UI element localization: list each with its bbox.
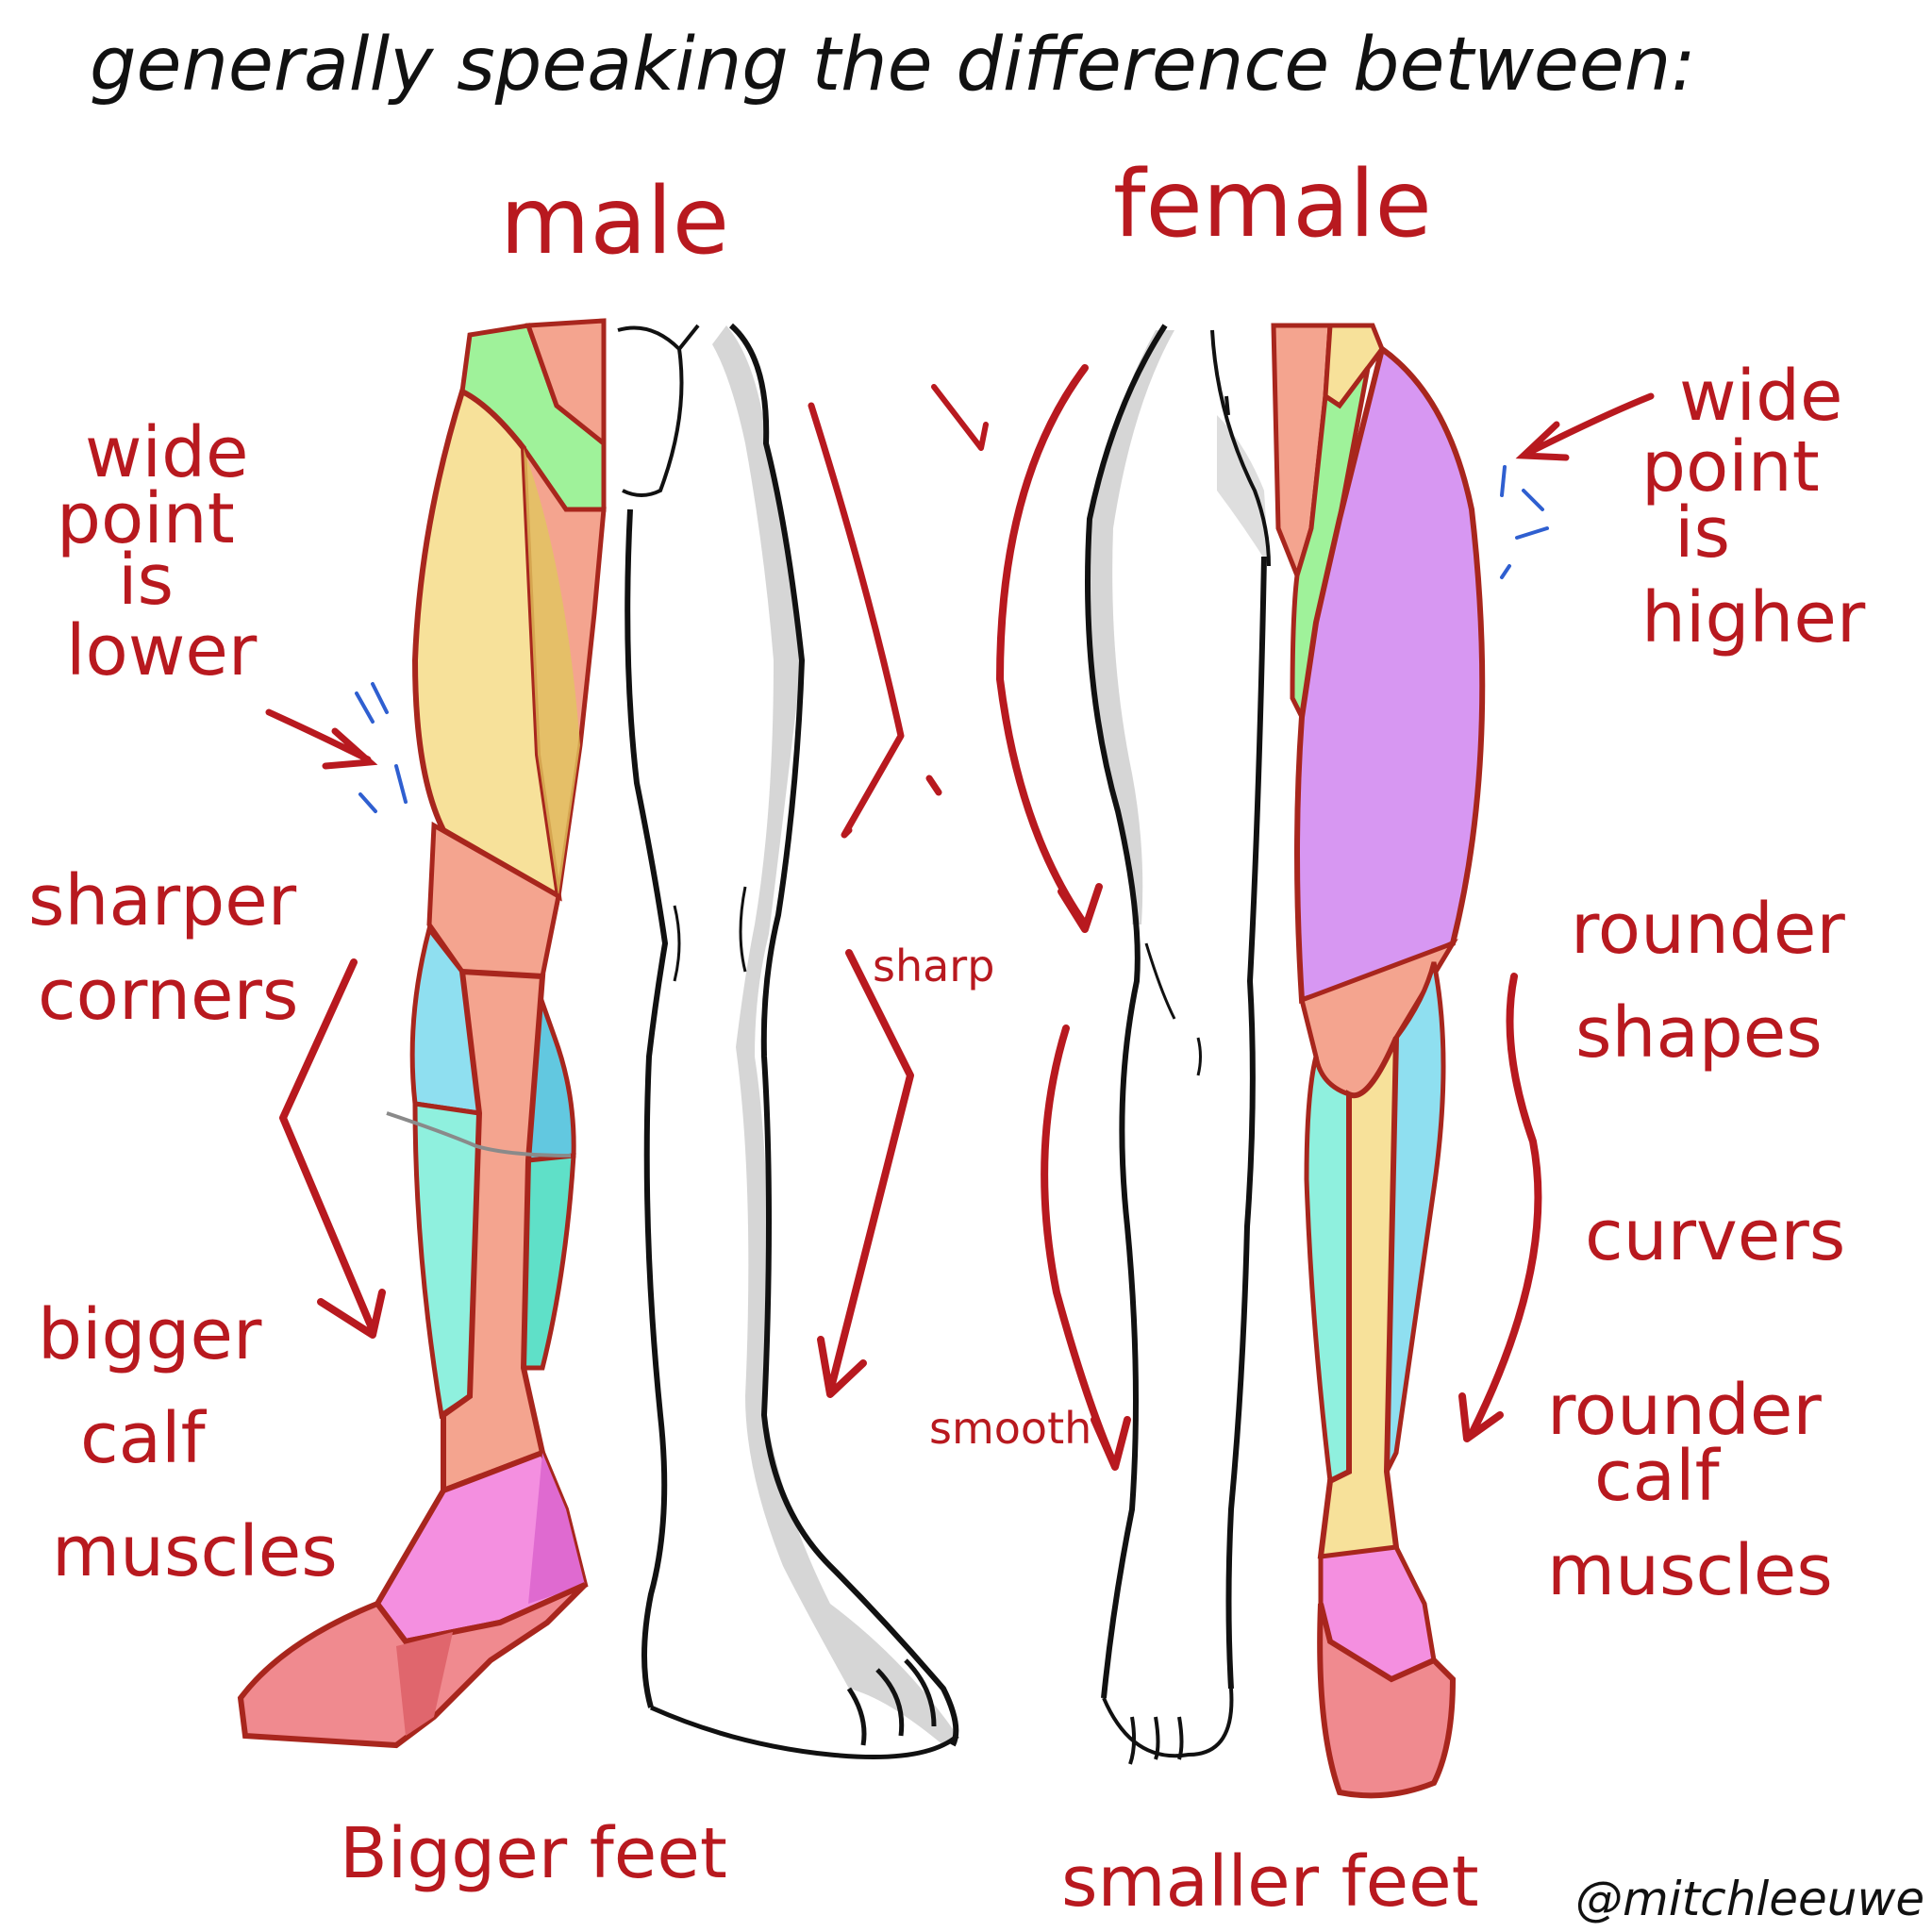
male-calf-teal-right <box>521 1153 576 1371</box>
female-lineart-fill <box>1083 325 1283 1757</box>
female-calf-line-3: muscles <box>1547 1530 1833 1611</box>
female-wide-line-1: wide <box>1679 356 1843 437</box>
female-calf-teal <box>1304 1056 1352 1485</box>
male-toes <box>649 1658 959 1759</box>
female-outer-curve-arrow <box>996 364 1103 933</box>
male-foot-red-shade <box>396 1632 453 1736</box>
female-lineart-leg <box>1083 324 1283 1765</box>
male-sharp-arrow <box>817 949 914 1398</box>
male-calf-line-2: calf <box>80 1398 208 1479</box>
male-wide-line-3: is <box>118 540 174 621</box>
male-calf-line-3: muscles <box>52 1511 338 1592</box>
female-annotations: smooth wide point is higher rounder shap… <box>929 356 1866 1923</box>
female-calf-line-2: calf <box>1594 1436 1722 1517</box>
female-rounder-line-1: rounder <box>1571 889 1845 970</box>
male-foot-pink-shade <box>528 1453 585 1604</box>
female-colored-leg <box>1271 323 1486 1799</box>
female-wide-line-3: is <box>1674 492 1730 574</box>
female-wide-line-4: higher <box>1641 577 1866 658</box>
male-sharper-line-1: sharper <box>28 860 297 941</box>
female-outer-arrow-top <box>931 384 989 451</box>
male-thigh-arrow <box>808 402 942 839</box>
female-wide-line-2: point <box>1641 426 1820 508</box>
artist-credit: @mitchleeuwe <box>1575 1872 1924 1926</box>
male-sharp-label: sharp <box>873 941 994 991</box>
male-feet-label: Bigger feet <box>340 1813 727 1894</box>
male-wide-arrow <box>265 708 378 770</box>
male-groin-lines <box>617 324 700 497</box>
male-wide-line-2: point <box>57 478 235 559</box>
male-annotations: wide point is lower sharper corners bigg… <box>28 402 994 1894</box>
male-colored-leg <box>237 318 607 1749</box>
female-smooth-label: smooth <box>929 1403 1091 1454</box>
female-toes <box>1102 1688 1234 1765</box>
male-knee-lines <box>673 886 747 982</box>
female-rounder-line-2: shapes <box>1575 992 1823 1074</box>
male-thigh-shade <box>524 448 580 896</box>
male-spark-lines <box>355 682 408 813</box>
female-knee-lines <box>1144 942 1202 1076</box>
male-outer-contour <box>728 323 959 1747</box>
female-groin-lines <box>1210 329 1271 567</box>
male-wide-line-4: lower <box>66 610 258 691</box>
female-calf-cyan <box>1384 961 1446 1474</box>
female-calf-line-1: rounder <box>1547 1370 1822 1451</box>
female-heading: female <box>1113 151 1432 258</box>
female-lineart-shade-2 <box>1217 415 1269 566</box>
female-feet-label: smaller feet <box>1061 1841 1479 1923</box>
male-hip-salmon <box>525 318 607 449</box>
male-calf-divider <box>386 1111 572 1158</box>
page-title: generally speaking the difference betwee… <box>90 23 1696 108</box>
female-foot-red <box>1317 1603 1457 1799</box>
male-sharper-line-2: corners <box>38 955 299 1036</box>
female-curvers-label: curvers <box>1585 1195 1845 1276</box>
female-smooth-arrow <box>1041 1024 1131 1471</box>
male-sharper-arrow <box>279 958 386 1339</box>
male-lineart-shade <box>712 325 958 1745</box>
male-wide-line-1: wide <box>85 412 249 493</box>
female-spark-lines <box>1500 465 1549 579</box>
female-wide-arrow <box>1515 392 1655 461</box>
male-lineart-fill <box>623 321 958 1757</box>
male-heading: male <box>500 168 729 275</box>
female-curve-arrow <box>1458 973 1542 1442</box>
male-inner-contour <box>625 508 669 1708</box>
male-calf-line-1: bigger <box>38 1294 262 1375</box>
male-thigh-yellow <box>411 387 562 902</box>
female-outer-contour <box>1085 324 1168 1699</box>
female-inner-contour <box>1225 556 1267 1690</box>
male-lineart-leg <box>617 321 959 1759</box>
